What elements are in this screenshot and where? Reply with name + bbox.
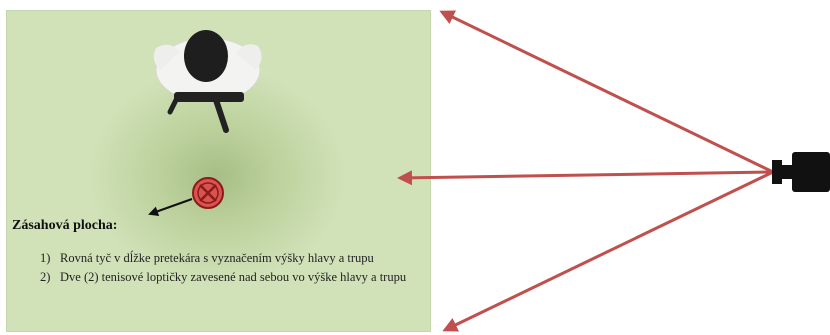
- camera-icon: [772, 152, 830, 192]
- sight-line-top: [439, 10, 774, 174]
- target-x-icon: [192, 177, 224, 209]
- list-item: 1) Rovná tyč v dĺžke pretekára s vyznače…: [40, 250, 430, 266]
- list-item-number: 2): [40, 270, 51, 284]
- sight-line-middle: [397, 170, 774, 186]
- caption-heading: Zásahová plocha:: [12, 218, 118, 233]
- pointer-arrow: [148, 198, 193, 217]
- list-item-number: 1): [40, 251, 51, 265]
- list-item: 2) Dve (2) tenisové loptičky zavesené na…: [40, 269, 430, 285]
- caption-list: 1) Rovná tyč v dĺžke pretekára s vyznače…: [40, 250, 430, 288]
- athlete-top-view: [153, 30, 262, 133]
- list-item-text: Rovná tyč v dĺžke pretekára s vyznačením…: [60, 251, 374, 265]
- sight-line-bottom: [442, 170, 774, 332]
- list-item-text: Dve (2) tenisové loptičky zavesené nad s…: [60, 270, 407, 284]
